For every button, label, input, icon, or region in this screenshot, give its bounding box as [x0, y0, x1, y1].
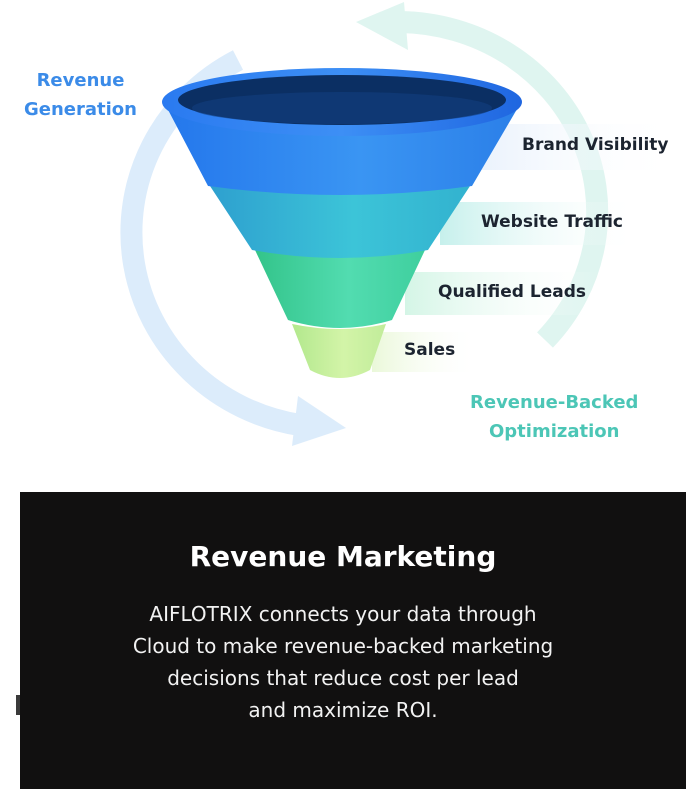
band-sales	[372, 332, 480, 372]
card-description-line: and maximize ROI.	[248, 698, 438, 722]
card-description-line: Cloud to make revenue-backed marketing	[132, 634, 554, 658]
funnel-stage-qualified-leads	[255, 250, 425, 328]
revenue-funnel-diagram	[120, 2, 680, 446]
label-revenue-backed-optimization: Revenue-Backed Optimization	[470, 392, 639, 442]
revenue-marketing-card	[20, 492, 686, 789]
stage-label-brand-visibility: Brand Visibility	[522, 135, 669, 155]
card-description-line: AIFLOTRIX connects your data through	[149, 602, 537, 626]
funnel-stage-website-traffic	[210, 186, 470, 258]
card-description: AIFLOTRIX connects your data through Clo…	[100, 598, 586, 726]
card-description-line: decisions that reduce cost per lead	[167, 666, 519, 690]
label-revenue-generation: Revenue Generation	[24, 70, 137, 120]
stage-label-website-traffic: Website Traffic	[481, 212, 623, 232]
band-brand-visibility	[470, 124, 680, 170]
funnel-opening-depth	[192, 92, 492, 124]
funnel-stage-sales	[292, 324, 386, 378]
stage-label-qualified-leads: Qualified Leads	[438, 282, 587, 302]
band-website-traffic	[440, 202, 640, 245]
stage-label-sales: Sales	[404, 340, 456, 360]
band-qualified-leads	[405, 272, 600, 315]
edge-mark	[16, 695, 20, 715]
card-title: Revenue Marketing	[189, 540, 497, 573]
